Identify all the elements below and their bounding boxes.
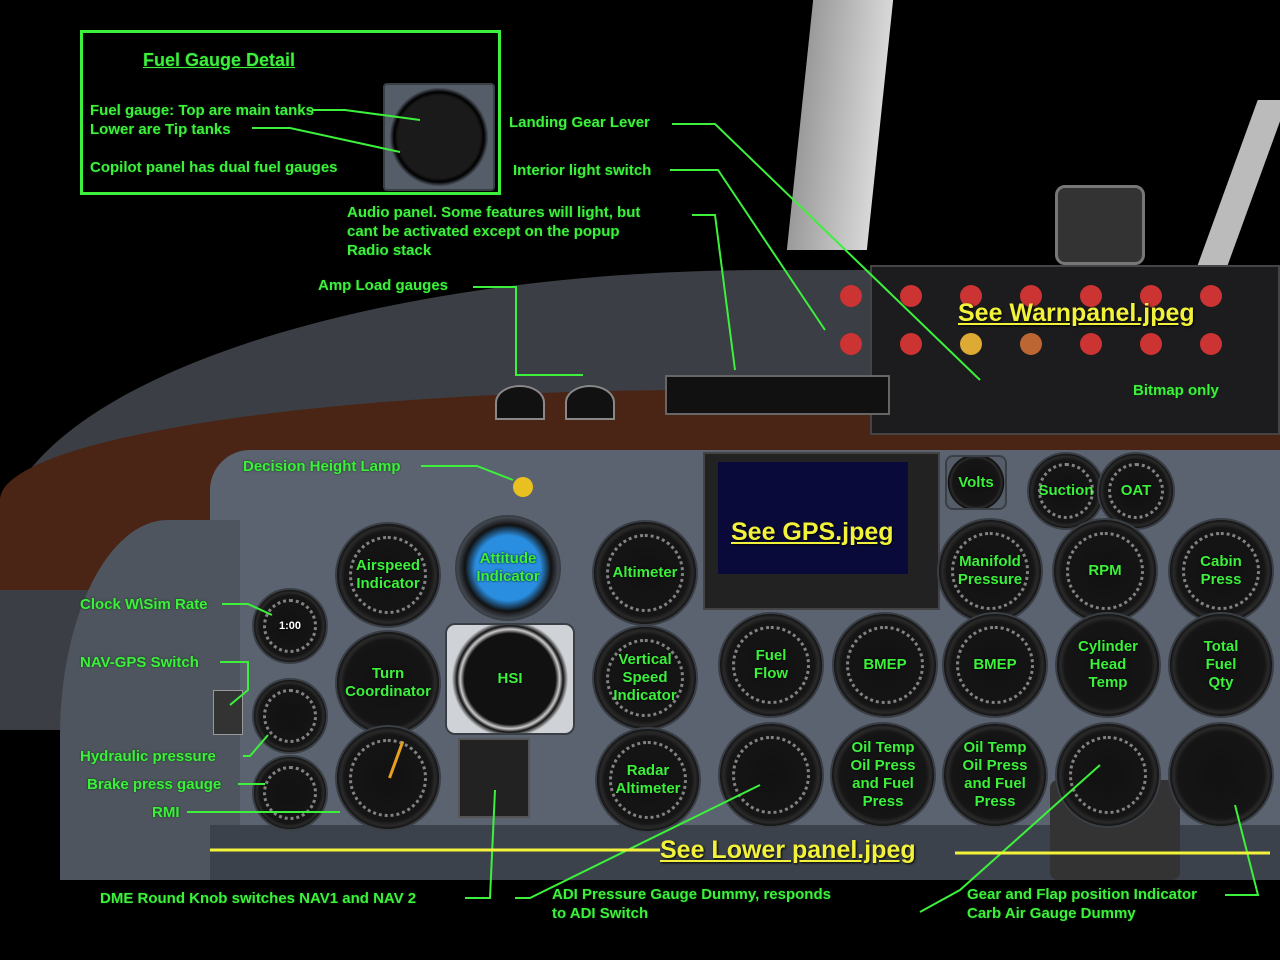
carb-air-label: Carb Air Gauge Dummy bbox=[967, 905, 1136, 922]
adi-pressure-label-1: ADI Pressure Gauge Dummy, responds bbox=[552, 886, 831, 903]
brake-label: Brake press gauge bbox=[87, 776, 222, 793]
bmep-gauge-left: BMEP bbox=[832, 612, 938, 718]
total-fuel-qty-gauge: Total Fuel Qty bbox=[1168, 612, 1274, 718]
cylinder-head-temp-gauge: Cylinder Head Temp bbox=[1055, 612, 1161, 718]
audio-panel-label-1: Audio panel. Some features will light, b… bbox=[347, 204, 641, 221]
fuel-gauge-image bbox=[383, 83, 495, 191]
fuel-detail-title: Fuel Gauge Detail bbox=[143, 50, 296, 70]
attitude-indicator: Attitude Indicator bbox=[455, 515, 561, 621]
audio-panel-label-2: cant be activated except on the popup bbox=[347, 223, 620, 240]
hsi[interactable]: HSI bbox=[445, 623, 575, 735]
fuel-detail-line3: Copilot panel has dual fuel gauges bbox=[90, 159, 338, 176]
compass bbox=[1055, 185, 1145, 265]
lower-panel-link[interactable]: See Lower panel.jpeg bbox=[660, 836, 916, 864]
suction-gauge: Suction bbox=[1027, 452, 1105, 530]
hydraulic-pressure-gauge bbox=[252, 678, 328, 754]
adi-pressure-label-2: to ADI Switch bbox=[552, 905, 649, 922]
gear-flap-indicator bbox=[1168, 722, 1274, 828]
gear-flap-label: Gear and Flap position Indicator bbox=[967, 886, 1198, 903]
airspeed-indicator: Airspeed Indicator bbox=[335, 522, 441, 628]
fuel-detail-line2: Lower are Tip tanks bbox=[90, 121, 231, 138]
rpm-gauge: RPM bbox=[1052, 518, 1158, 624]
amp-gauge-left bbox=[495, 385, 545, 420]
rmi bbox=[335, 725, 441, 831]
fuel-flow-gauge: Fuel Flow bbox=[718, 612, 824, 718]
rmi-label: RMI bbox=[152, 804, 180, 821]
decision-height-label: Decision Height Lamp bbox=[243, 458, 401, 475]
altimeter: Altimeter bbox=[592, 520, 698, 626]
bitmap-only-label: Bitmap only bbox=[1133, 382, 1219, 399]
brake-pressure-gauge bbox=[252, 755, 328, 831]
landing-gear-label: Landing Gear Lever bbox=[509, 114, 650, 131]
decision-height-lamp[interactable] bbox=[513, 477, 533, 497]
fuel-detail-line1: Fuel gauge: Top are main tanks bbox=[90, 102, 314, 119]
vertical-speed-indicator: Vertical Speed Indicator bbox=[592, 625, 698, 731]
gps-screen bbox=[718, 462, 908, 574]
adi-pressure-gauge bbox=[718, 722, 824, 828]
fuel-gauge-detail-box: Fuel Gauge Detail Fuel gauge: Top are ma… bbox=[80, 30, 501, 195]
hydraulic-label: Hydraulic pressure bbox=[80, 748, 216, 765]
volts-gauge: Volts bbox=[945, 455, 1007, 510]
oil-fuel-gauge-left: Oil Temp Oil Press and Fuel Press bbox=[830, 722, 936, 828]
turn-coordinator: Turn Coordinator bbox=[335, 630, 441, 736]
bmep-gauge-right: BMEP bbox=[942, 612, 1048, 718]
oil-fuel-gauge-right: Oil Temp Oil Press and Fuel Press bbox=[942, 722, 1048, 828]
carb-air-gauge bbox=[1055, 722, 1161, 828]
radar-altimeter: Radar Altimeter bbox=[595, 727, 701, 833]
clock-label: Clock W\Sim Rate bbox=[80, 596, 208, 613]
clock: 1:00 bbox=[252, 588, 328, 664]
warning-lights bbox=[840, 285, 1270, 365]
interior-light-label: Interior light switch bbox=[513, 162, 652, 179]
audio-panel-label-3: Radio stack bbox=[347, 242, 432, 259]
dme-label: DME Round Knob switches NAV1 and NAV 2 bbox=[100, 890, 417, 907]
gps-link[interactable]: See GPS.jpeg bbox=[731, 518, 894, 546]
amp-gauge-right bbox=[565, 385, 615, 420]
nav-gps-label: NAV-GPS Switch bbox=[80, 654, 199, 671]
amp-load-label: Amp Load gauges bbox=[318, 277, 449, 294]
oat-gauge: OAT bbox=[1097, 452, 1175, 530]
warnpanel-link[interactable]: See Warnpanel.jpeg bbox=[958, 299, 1195, 327]
audio-panel bbox=[665, 375, 890, 415]
cabin-press-gauge: Cabin Press bbox=[1168, 518, 1274, 624]
